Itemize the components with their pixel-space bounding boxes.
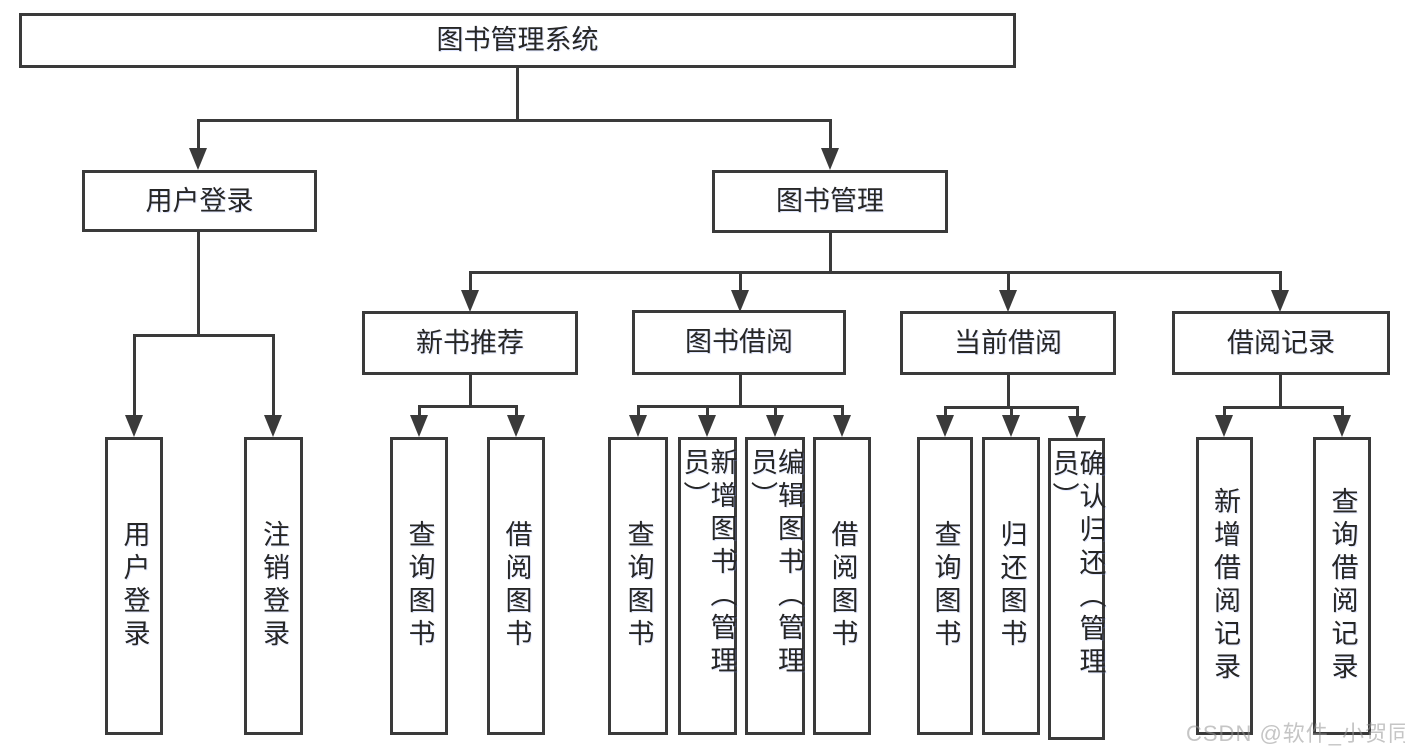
csdn-watermark: CSDN @软件_小贺同学 bbox=[1186, 721, 1405, 746]
connector-borrow-records-bus bbox=[1223, 406, 1344, 409]
arrow-down-icon bbox=[189, 148, 207, 170]
connector-book-borrow-bus bbox=[637, 405, 844, 408]
connector-drop-user-login bbox=[197, 119, 200, 152]
node-new-book-recommend: 新书推荐 bbox=[362, 311, 578, 375]
arrow-down-icon bbox=[1215, 415, 1233, 437]
connector-user-login-bus bbox=[133, 334, 275, 337]
connector-drop-new-book bbox=[469, 271, 472, 292]
connector-book-mgmt-stem bbox=[829, 233, 832, 273]
connector-root-bus bbox=[197, 119, 832, 122]
connector-borrow-records-stem bbox=[1279, 375, 1282, 408]
connector-drop bbox=[944, 406, 947, 417]
leaf-edit-book-admin: 编辑图书（管理员） bbox=[745, 437, 805, 735]
leaf-query-borrow-record-label: 查询借阅记录 bbox=[1327, 487, 1358, 685]
connector-drop bbox=[1010, 406, 1013, 417]
leaf-user-login-label: 用户登录 bbox=[119, 520, 150, 652]
node-book-management-label: 图书管理 bbox=[776, 186, 884, 216]
arrow-down-icon bbox=[731, 290, 749, 312]
leaf-add-book-admin: 新增图书（管理员） bbox=[678, 437, 737, 735]
leaf-confirm-return-admin: 确认归还（管理员） bbox=[1048, 438, 1106, 740]
arrow-down-icon bbox=[410, 415, 428, 437]
node-root: 图书管理系统 bbox=[19, 13, 1016, 68]
leaf-query-book-borrow: 查询图书 bbox=[608, 437, 668, 735]
connector-drop-leaf-logout bbox=[272, 334, 275, 417]
leaf-logout-label: 注销登录 bbox=[259, 520, 289, 652]
leaf-query-book-current: 查询图书 bbox=[917, 437, 973, 735]
arrow-down-icon bbox=[833, 415, 851, 437]
connector-current-borrow-stem bbox=[1007, 375, 1010, 408]
node-book-management: 图书管理 bbox=[712, 170, 948, 233]
connector-drop bbox=[637, 405, 640, 417]
leaf-logout: 注销登录 bbox=[244, 437, 303, 735]
node-new-book-recommend-label: 新书推荐 bbox=[416, 327, 524, 358]
connector-drop bbox=[706, 405, 709, 417]
leaf-borrow-book-label: 借阅图书 bbox=[827, 520, 858, 652]
connector-book-borrow-stem bbox=[739, 375, 742, 407]
arrow-down-icon bbox=[1068, 416, 1086, 438]
connector-drop bbox=[1341, 406, 1344, 417]
connector-new-book-stem bbox=[469, 375, 472, 407]
leaf-confirm-return-admin-label: 确认归还（管理员） bbox=[1048, 449, 1106, 680]
connector-drop-book-borrow bbox=[739, 271, 742, 292]
arrow-down-icon bbox=[698, 415, 716, 437]
connector-drop bbox=[515, 405, 518, 417]
node-user-login: 用户登录 bbox=[82, 170, 317, 232]
connector-drop-leaf-user-login bbox=[133, 334, 136, 417]
node-borrow-records-label: 借阅记录 bbox=[1227, 327, 1335, 358]
connector-root-stem bbox=[516, 68, 519, 120]
arrow-down-icon bbox=[629, 415, 647, 437]
connector-drop bbox=[1076, 406, 1079, 417]
node-current-borrow: 当前借阅 bbox=[900, 311, 1116, 375]
arrow-down-icon bbox=[125, 415, 143, 437]
arrow-down-icon bbox=[1271, 290, 1289, 312]
leaf-query-book-current-label: 查询图书 bbox=[930, 520, 961, 652]
leaf-query-book-recommend: 查询图书 bbox=[390, 437, 448, 735]
node-borrow-records: 借阅记录 bbox=[1172, 311, 1390, 375]
arrow-down-icon bbox=[507, 415, 525, 437]
arrow-down-icon bbox=[461, 290, 479, 312]
node-book-borrow: 图书借阅 bbox=[632, 310, 846, 375]
connector-drop-current-borrow bbox=[1007, 271, 1010, 292]
node-book-borrow-label: 图书借阅 bbox=[685, 327, 793, 357]
connector-new-book-bus bbox=[418, 405, 518, 408]
connector-user-login-stem bbox=[197, 232, 200, 335]
connector-drop bbox=[774, 405, 777, 417]
leaf-edit-book-admin-label: 编辑图书（管理员） bbox=[747, 448, 804, 679]
connector-drop-book-mgmt bbox=[829, 119, 832, 152]
leaf-borrow-book-recommend-label: 借阅图书 bbox=[501, 520, 532, 652]
arrow-down-icon bbox=[936, 415, 954, 437]
connector-drop bbox=[1223, 406, 1226, 417]
leaf-add-borrow-record-label: 新增借阅记录 bbox=[1210, 487, 1240, 685]
leaf-query-book-recommend-label: 查询图书 bbox=[404, 520, 435, 652]
leaf-query-book-borrow-label: 查询图书 bbox=[623, 520, 654, 652]
leaf-add-borrow-record: 新增借阅记录 bbox=[1196, 437, 1253, 735]
leaf-add-book-admin-label: 新增图书（管理员） bbox=[679, 448, 737, 679]
arrow-down-icon bbox=[999, 290, 1017, 312]
leaf-borrow-book: 借阅图书 bbox=[813, 437, 871, 735]
arrow-down-icon bbox=[766, 415, 784, 437]
arrow-down-icon bbox=[264, 415, 282, 437]
arrow-down-icon bbox=[821, 148, 839, 170]
arrow-down-icon bbox=[1333, 415, 1351, 437]
connector-drop bbox=[841, 405, 844, 417]
leaf-return-book-label: 归还图书 bbox=[996, 520, 1027, 652]
node-current-borrow-label: 当前借阅 bbox=[954, 327, 1062, 358]
connector-drop bbox=[418, 405, 421, 417]
connector-book-mgmt-bus bbox=[469, 271, 1282, 274]
leaf-user-login: 用户登录 bbox=[105, 437, 163, 735]
leaf-query-borrow-record: 查询借阅记录 bbox=[1313, 437, 1371, 735]
node-user-login-label: 用户登录 bbox=[145, 185, 254, 216]
arrow-down-icon bbox=[1002, 415, 1020, 437]
connector-drop-borrow-records bbox=[1279, 271, 1282, 292]
leaf-return-book: 归还图书 bbox=[982, 437, 1040, 735]
leaf-borrow-book-recommend: 借阅图书 bbox=[487, 437, 545, 735]
node-root-label: 图书管理系统 bbox=[436, 25, 599, 55]
